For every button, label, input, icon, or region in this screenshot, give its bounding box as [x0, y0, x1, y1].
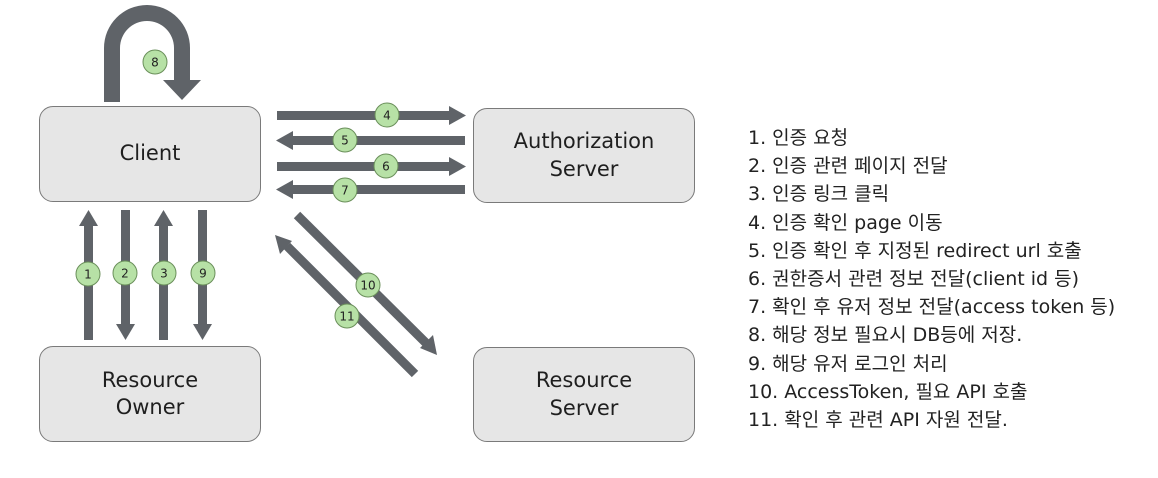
step-badge-10: 10 — [355, 272, 381, 298]
svg-text:2: 2 — [121, 267, 129, 281]
svg-text:9: 9 — [199, 267, 207, 281]
arrow-4-client-to-auth — [277, 106, 466, 125]
step-badge-2: 2 — [112, 260, 138, 286]
step-item: 11. 확인 후 관련 API 자원 전달. — [748, 408, 1008, 431]
resource-owner-node: Resource Owner — [39, 346, 261, 442]
step-item: 7. 확인 후 유저 정보 전달(access token 등) — [748, 296, 1116, 319]
svg-text:6: 6 — [382, 160, 390, 174]
svg-text:5: 5 — [341, 134, 349, 148]
svg-text:4: 4 — [383, 109, 391, 123]
svg-text:7: 7 — [341, 184, 349, 198]
step-badge-6: 6 — [373, 153, 399, 179]
step-item: 4. 인증 확인 page 이동 — [748, 211, 943, 234]
step-item: 10. AccessToken, 필요 API 호출 — [748, 380, 1028, 403]
svg-text:11: 11 — [339, 310, 354, 324]
step-badge-5: 5 — [332, 127, 358, 153]
step-item: 9. 해당 유저 로그인 처리 — [748, 352, 948, 375]
step-item: 6. 권한증서 관련 정보 전달(client id 등) — [748, 267, 1079, 290]
step-badge-1: 1 — [75, 261, 101, 287]
resource-server-node: Resource Server — [473, 347, 695, 442]
step-badge-9: 9 — [190, 260, 216, 286]
arrow-5-auth-to-client — [276, 131, 465, 150]
loop-arrow-8 — [104, 5, 201, 102]
svg-text:1: 1 — [84, 268, 92, 282]
step-item: 3. 인증 링크 클릭 — [748, 183, 890, 206]
step-item: 2. 인증 관련 페이지 전달 — [748, 155, 948, 178]
svg-text:8: 8 — [151, 56, 159, 70]
step-item: 8. 해당 정보 필요시 DB등에 저장. — [748, 324, 1023, 347]
step-badge-7: 7 — [332, 177, 358, 203]
step-item: 5. 인증 확인 후 지정된 redirect url 호출 — [748, 239, 1082, 262]
step-badge-8: 8 — [142, 49, 168, 75]
arrow-6-client-to-auth — [277, 157, 466, 176]
client-node: Client — [39, 106, 261, 202]
authorization-server-node: Authorization Server — [473, 108, 695, 203]
arrow-7-auth-to-client — [276, 180, 465, 199]
step-legend: 1. 인증 요청 2. 인증 관련 페이지 전달 3. 인증 링크 클릭 4. … — [748, 124, 1115, 434]
step-badge-3: 3 — [151, 260, 177, 286]
step-badge-4: 4 — [374, 102, 400, 128]
step-badge-11: 11 — [334, 303, 360, 329]
step-item: 1. 인증 요청 — [748, 127, 849, 149]
svg-text:10: 10 — [360, 279, 375, 293]
svg-text:3: 3 — [160, 267, 168, 281]
